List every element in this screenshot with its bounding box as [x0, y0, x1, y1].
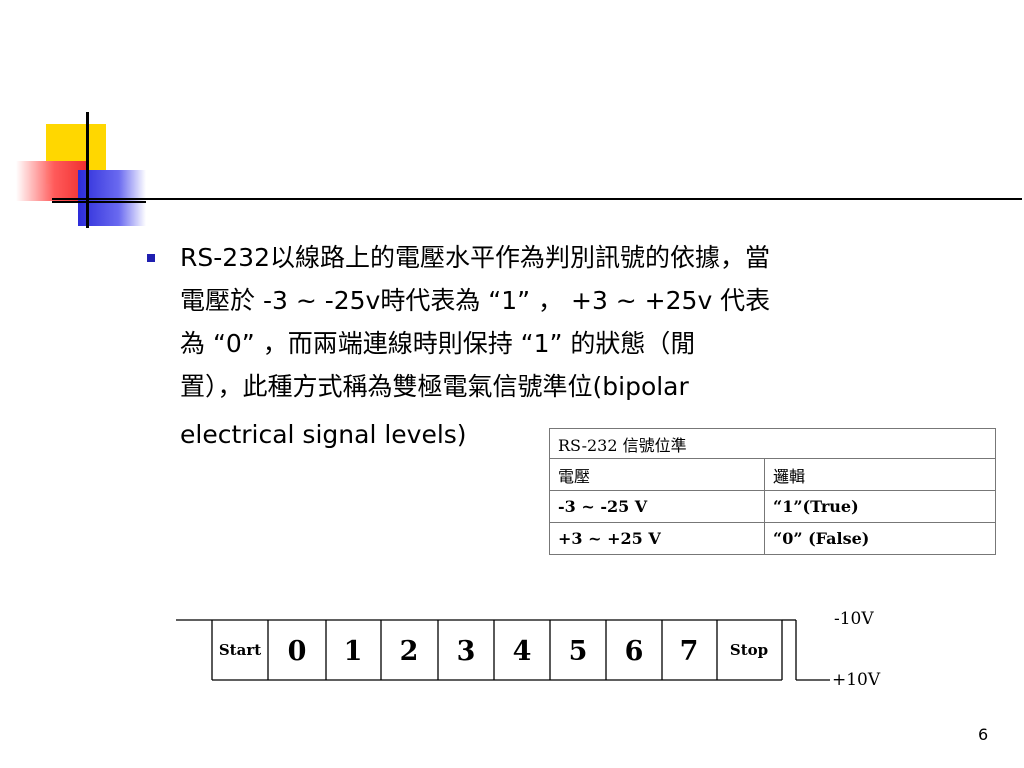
- data-bit-label: 4: [513, 636, 532, 667]
- bullet-line: RS-232以線路上的電壓水平作為判別訊號的依據，當: [180, 243, 770, 272]
- page-number: 6: [978, 725, 989, 744]
- table-title-row: RS-232 信號位準: [549, 428, 996, 459]
- bullet-line: 置），此種方式稱為雙極電氣信號準位(bipolar: [180, 372, 689, 401]
- column-header-logic: 邏輯: [764, 458, 996, 491]
- table-header-row: 電壓 邏輯: [549, 458, 996, 491]
- data-bit-label: 5: [569, 636, 588, 667]
- start-bit-label: Start: [219, 641, 261, 659]
- stop-bit-label: Stop: [730, 641, 768, 659]
- table-cell: “0” (False): [764, 522, 996, 555]
- table-row: +3 ~ +25 V “0” (False): [549, 522, 996, 555]
- data-bit-label: 2: [400, 636, 419, 667]
- bullet-line: 電壓於 -3 ~ -25v時代表為 “1” ， +3 ~ +25v 代表: [180, 286, 771, 315]
- data-bit-label: 7: [680, 636, 699, 667]
- decorative-vertical-line: [86, 112, 89, 228]
- title-divider-line: [52, 198, 1022, 200]
- table-cell: +3 ~ +25 V: [549, 522, 765, 555]
- bullet-text: RS-232以線路上的電壓水平作為判別訊號的依據，當 電壓於 -3 ~ -25v…: [180, 236, 980, 456]
- table-cell: “1”(True): [764, 490, 996, 523]
- decorative-red-bar: [16, 161, 86, 201]
- signal-level-table: RS-232 信號位準 電壓 邏輯 -3 ~ -25 V “1”(True) +…: [549, 428, 996, 555]
- low-level-label: +10V: [832, 670, 881, 690]
- serial-frame-diagram: Start 0 1 2 3 4 5 6 7 Stop -10V +10V: [176, 609, 881, 690]
- column-header-voltage: 電壓: [549, 458, 765, 491]
- data-bit-label: 3: [457, 636, 476, 667]
- table-cell: -3 ~ -25 V: [549, 490, 765, 523]
- bullet-line: electrical signal levels): [180, 420, 467, 449]
- bullet-line: 為 “0” ，而兩端連線時則保持 “1” 的狀態（閒: [180, 329, 696, 358]
- data-bit-label: 1: [344, 636, 363, 667]
- table-row: -3 ~ -25 V “1”(True): [549, 490, 996, 523]
- data-bit-label: 6: [625, 636, 644, 667]
- title-divider-accent: [52, 201, 146, 203]
- data-bit-label: 0: [288, 636, 307, 667]
- bullet-marker: [147, 254, 155, 262]
- table-title: RS-232 信號位準: [549, 428, 996, 459]
- high-level-label: -10V: [834, 609, 874, 629]
